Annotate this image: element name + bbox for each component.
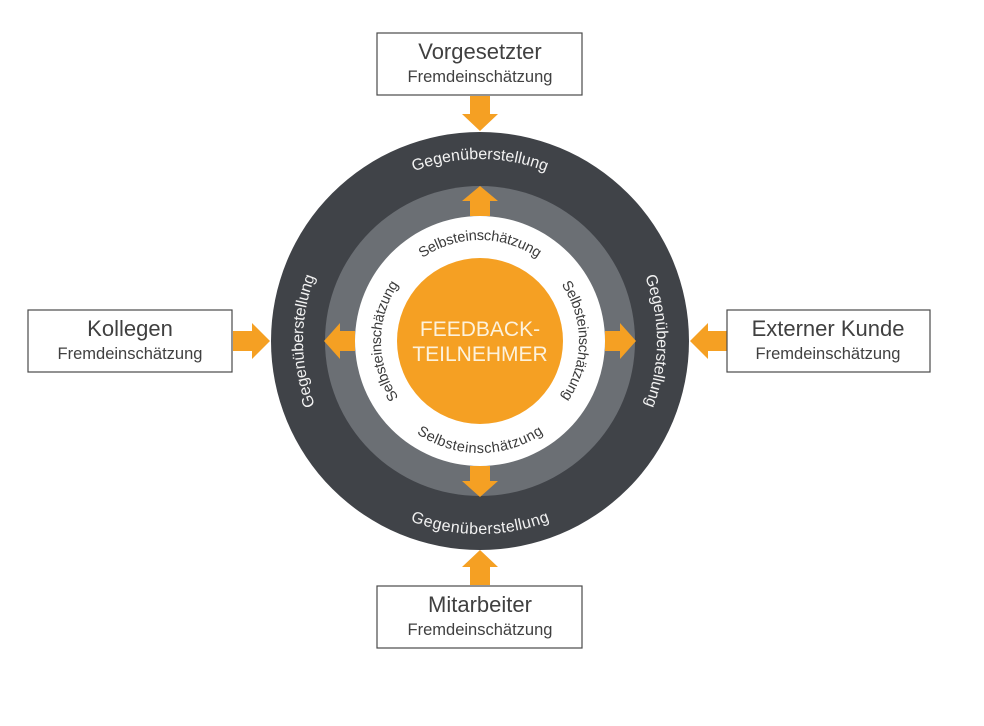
source-title-top: Vorgesetzter [418, 39, 542, 64]
arrow-from-left-icon [233, 323, 270, 359]
source-title-right: Externer Kunde [752, 316, 905, 341]
source-box-left: Kollegen Fremdeinschätzung [27, 309, 233, 373]
center-label-line2: TEILNEHMER [412, 343, 547, 366]
arrow-inner-right-icon [605, 323, 636, 359]
arrow-from-top-icon [462, 96, 498, 131]
source-subtitle-bottom: Fremdeinschätzung [408, 621, 553, 639]
source-title-bottom: Mitarbeiter [428, 592, 532, 617]
source-subtitle-right: Fremdeinschätzung [756, 345, 901, 363]
arrow-inner-up-icon [462, 186, 498, 216]
arrow-inner-left-icon [324, 323, 355, 359]
source-box-right: Externer Kunde Fremdeinschätzung [726, 309, 931, 373]
source-subtitle-top: Fremdeinschätzung [408, 68, 553, 86]
arrow-from-right-icon [690, 323, 727, 359]
source-box-bottom: Mitarbeiter Fremdeinschätzung [376, 585, 583, 649]
arrow-from-bottom-icon [462, 550, 498, 585]
source-subtitle-left: Fremdeinschätzung [58, 345, 203, 363]
center-label-line1: FEEDBACK- [420, 318, 540, 341]
source-box-top: Vorgesetzter Fremdeinschätzung [376, 32, 583, 96]
source-title-left: Kollegen [87, 316, 173, 341]
center-circle [397, 258, 563, 424]
arrow-inner-down-icon [462, 466, 498, 497]
